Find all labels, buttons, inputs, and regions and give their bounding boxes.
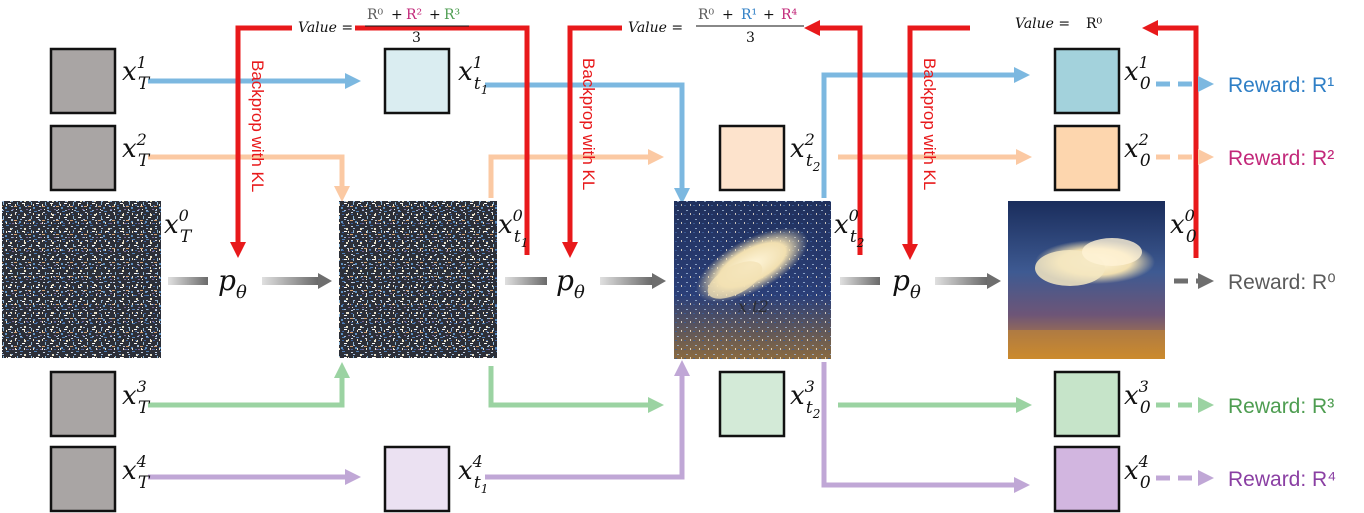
svg-text:R³: R³ (444, 7, 460, 23)
backprop-arrow-2-down (561, 25, 622, 259)
value-formula-2: Value = R⁰ + R¹ + R⁴ 3 (628, 7, 804, 46)
blue-path-2 (485, 82, 691, 205)
backprop-label-3: Backprop with KL (920, 58, 939, 190)
svg-text:R⁰: R⁰ (698, 7, 715, 23)
purple-path-2 (485, 359, 691, 480)
value-formula-3: Value = R⁰ (1015, 16, 1103, 32)
noise-image-xT0 (2, 201, 161, 358)
svg-text:Value =: Value = (1015, 16, 1070, 32)
reward-label-3: Reward: R³ (1228, 395, 1334, 418)
latent-box-xT4 (49, 445, 117, 513)
orange-path-2 (488, 148, 665, 198)
latent-box-xT3 (49, 370, 117, 438)
svg-text:3: 3 (746, 30, 755, 46)
latent-box-xt2-2 (718, 124, 786, 192)
backprop-arrow-3-down (901, 25, 970, 261)
policy-label-1: pθ (218, 264, 247, 303)
latent-box-xt1-1 (383, 47, 451, 115)
svg-text:+: + (722, 7, 734, 23)
faint-overlay-label: x t2 (738, 297, 769, 316)
latent-box-x0-1 (1053, 47, 1121, 115)
svg-text:R⁴: R⁴ (781, 7, 798, 23)
policy-label-2: pθ (556, 264, 585, 303)
blue-path-3 (821, 66, 1031, 198)
backprop-label-2: Backprop with KL (579, 58, 598, 190)
latent-box-x0-4 (1053, 445, 1121, 513)
latent-box-x0-2 (1053, 124, 1121, 192)
backprop-arrow-1-down (229, 25, 292, 259)
reward-label-2: Reward: R² (1228, 147, 1334, 170)
latent-box-xt2-3 (718, 370, 786, 438)
value-formula-1: Value = R⁰ + R² + R³ 3 (298, 7, 469, 46)
latent-box-x0-3 (1053, 370, 1121, 438)
reward-label-4: Reward: R⁴ (1228, 468, 1336, 491)
orange-path-1 (148, 154, 351, 203)
svg-text:+: + (763, 7, 775, 23)
svg-text:R¹: R¹ (741, 7, 757, 23)
svg-text:Value =: Value = (298, 20, 353, 36)
latent-box-xT1 (49, 47, 117, 115)
svg-text:R²: R² (406, 7, 422, 23)
policy-step-3 (840, 273, 1001, 289)
svg-text:R⁰: R⁰ (367, 7, 384, 23)
green-path-1 (148, 361, 351, 408)
green-path-2 (488, 366, 665, 414)
policy-label-3: pθ (892, 264, 921, 303)
backprop-arrow-2 (803, 19, 863, 255)
partial-image-xt2-0: x t2 (674, 201, 831, 359)
purple-path-3 (821, 362, 1031, 494)
reward-label-1: Reward: R¹ (1228, 74, 1334, 97)
policy-step-1 (168, 273, 332, 289)
latent-box-xt1-4 (383, 445, 451, 513)
svg-text:Value =: Value = (628, 20, 683, 36)
noise-image-xt1-0 (339, 201, 497, 358)
svg-text:+: + (391, 7, 403, 23)
latent-box-xT2 (49, 124, 117, 192)
final-image-x0-0 (1008, 201, 1165, 359)
policy-step-2 (505, 273, 666, 289)
reward-label-0: Reward: R⁰ (1228, 271, 1336, 294)
svg-text:3: 3 (412, 30, 421, 46)
backprop-label-1: Backprop with KL (248, 60, 267, 192)
backprop-arrow-3 (1141, 19, 1199, 258)
svg-text:+: + (429, 7, 441, 23)
backprop-arrow-1 (355, 25, 530, 255)
svg-text:R⁰: R⁰ (1086, 16, 1103, 32)
